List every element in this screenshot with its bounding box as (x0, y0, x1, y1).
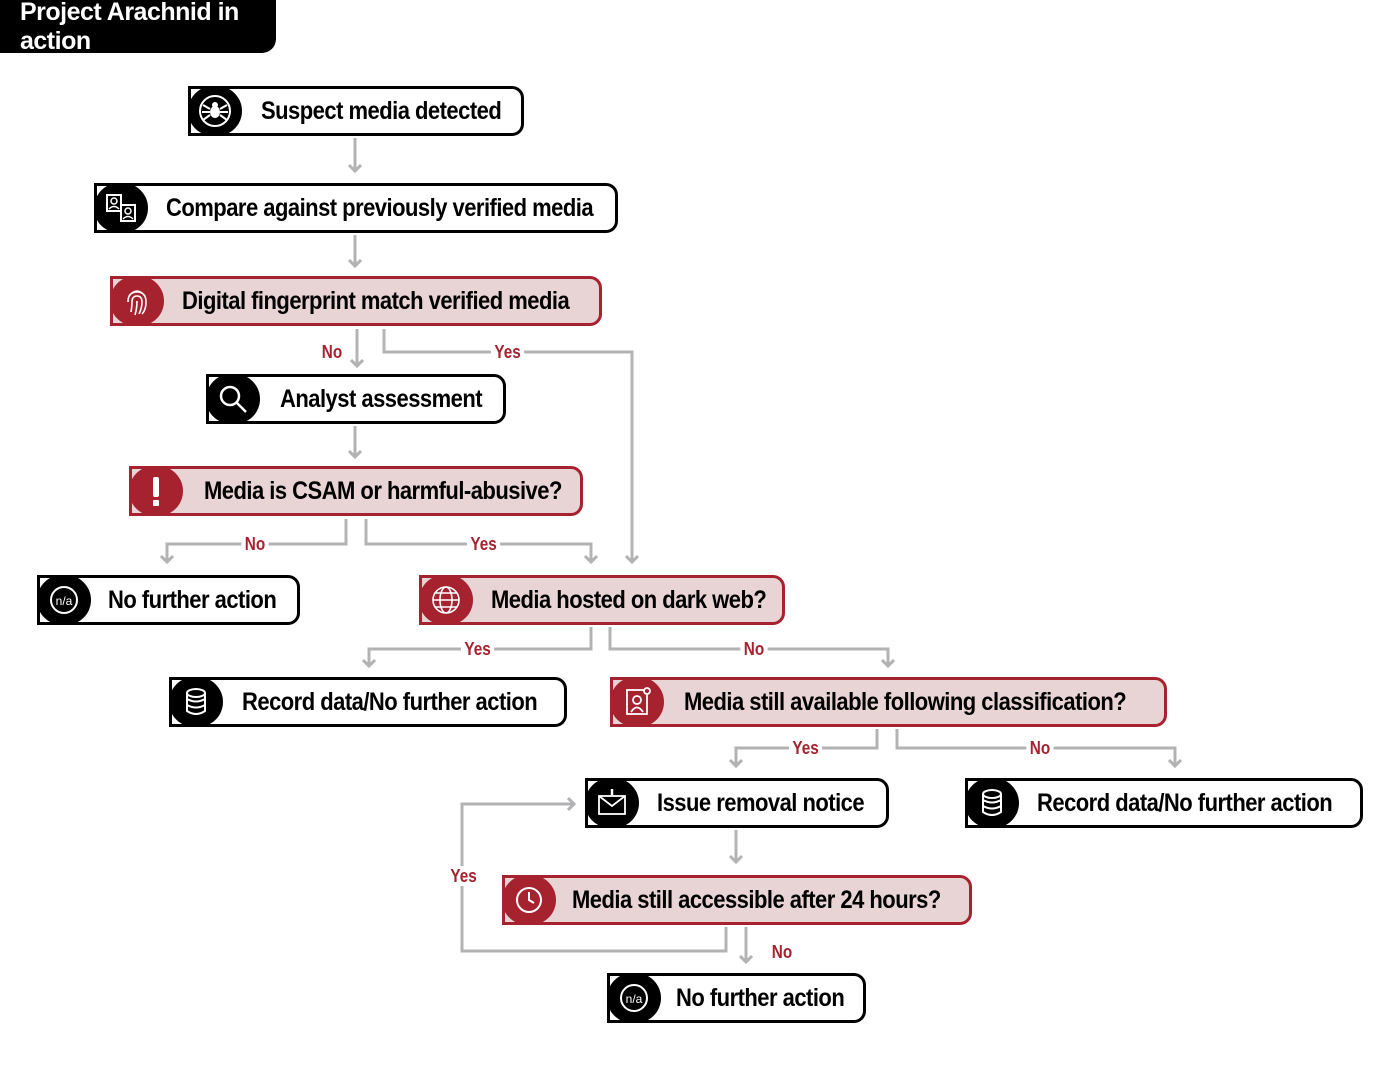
svg-text:n/a: n/a (56, 594, 73, 608)
label-darkweb-yes: Yes (460, 639, 495, 659)
node-no-further-action-1: n/a No further action (37, 575, 300, 625)
node-label: Suspect media detected (261, 96, 502, 125)
magnifier-icon (206, 374, 260, 424)
node-analyst: Analyst assessment (206, 374, 506, 424)
node-label: Digital fingerprint match verified media (182, 286, 570, 315)
node-still-available: Media still available following classifi… (610, 677, 1167, 727)
spider-icon (188, 86, 242, 136)
node-csam: Media is CSAM or harmful-abusive? (129, 466, 583, 516)
document-user-icon (610, 677, 664, 727)
globe-icon (419, 575, 473, 625)
node-suspect-media: Suspect media detected (188, 86, 524, 136)
node-issue-removal-notice: Issue removal notice (585, 778, 889, 828)
node-label: Media still accessible after 24 hours? (572, 885, 941, 914)
compare-images-icon (94, 183, 148, 233)
page-title: Project Arachnid in action (0, 0, 276, 55)
node-no-further-action-2: n/a No further action (607, 973, 866, 1023)
label-csam-no: No (241, 534, 269, 554)
label-accessible-no: No (768, 942, 796, 962)
envelope-alert-icon (585, 778, 639, 828)
node-label: No further action (676, 983, 845, 1012)
node-compare: Compare against previously verified medi… (94, 183, 618, 233)
node-still-accessible: Media still accessible after 24 hours? (502, 875, 972, 925)
node-label: Compare against previously verified medi… (166, 193, 594, 222)
na-icon: n/a (37, 575, 91, 625)
node-record-data-2: Record data/No further action (965, 778, 1363, 828)
node-darkweb: Media hosted on dark web? (419, 575, 785, 625)
node-label: Record data/No further action (1037, 788, 1333, 817)
label-accessible-yes: Yes (446, 866, 481, 886)
node-label: Record data/No further action (242, 687, 538, 716)
exclamation-icon (129, 466, 183, 516)
label-darkweb-no: No (740, 639, 768, 659)
database-icon (965, 778, 1019, 828)
clock-icon (502, 875, 556, 925)
arrow-accessible-yes (460, 804, 728, 953)
node-label: Media is CSAM or harmful-abusive? (204, 476, 562, 505)
database-icon (169, 677, 223, 727)
arrow-fingerprint-yes (382, 329, 632, 562)
label-fingerprint-no: No (318, 342, 346, 362)
node-label: Analyst assessment (280, 384, 483, 413)
node-label: Media hosted on dark web? (491, 585, 767, 614)
node-fingerprint: Digital fingerprint match verified media (110, 276, 602, 326)
node-label: No further action (108, 585, 277, 614)
label-available-yes: Yes (788, 738, 823, 758)
label-available-no: No (1026, 738, 1054, 758)
node-label: Media still available following classifi… (684, 687, 1127, 716)
fingerprint-icon (110, 276, 164, 326)
na-icon: n/a (607, 973, 661, 1023)
svg-text:n/a: n/a (626, 992, 643, 1006)
node-label: Issue removal notice (657, 788, 865, 817)
label-csam-yes: Yes (466, 534, 501, 554)
label-fingerprint-yes: Yes (490, 342, 525, 362)
node-record-data-1: Record data/No further action (169, 677, 567, 727)
